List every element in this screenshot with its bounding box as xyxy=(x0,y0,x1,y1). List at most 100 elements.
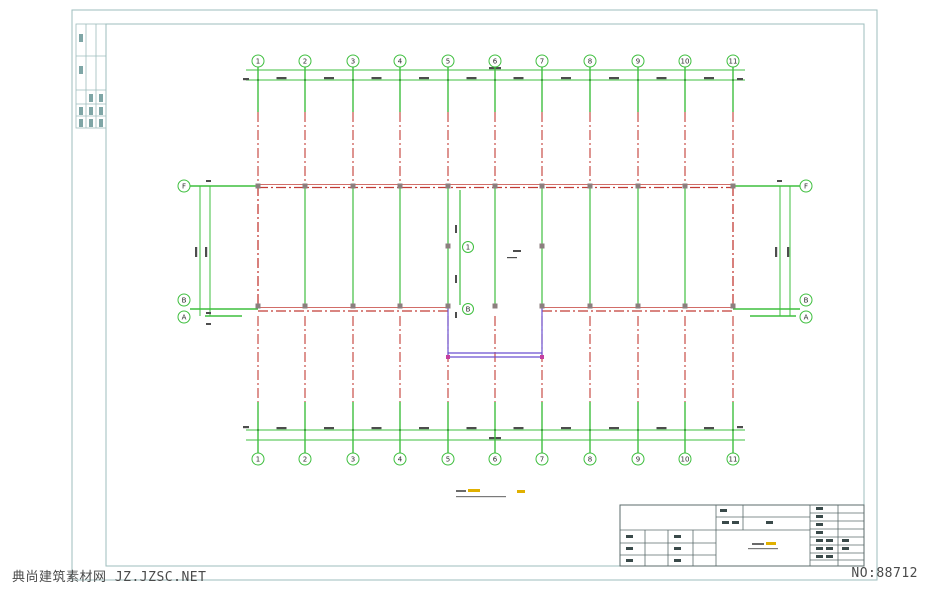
axis-bubble-top-7: 7 xyxy=(535,54,549,68)
axis-bubble-label: B xyxy=(466,306,471,314)
structural-column xyxy=(350,303,356,309)
axis-bubble-bottom-3: 3 xyxy=(346,452,360,466)
axis-bubble-label: 7 xyxy=(540,58,544,66)
structural-column xyxy=(635,183,641,189)
structural-column xyxy=(397,183,403,189)
axis-bubble-top-4: 4 xyxy=(393,54,407,68)
axis-bubble-bottom-5: 5 xyxy=(441,452,455,466)
axis-bubble-label: 5 xyxy=(446,58,450,66)
axis-bubble-label: 5 xyxy=(446,456,450,464)
title-block-drawing-name xyxy=(752,543,764,545)
axis-bubble-label: 10 xyxy=(681,58,690,66)
axis-bubble-circle xyxy=(298,54,312,68)
margin-strip-note xyxy=(89,119,93,127)
structural-column xyxy=(397,303,403,309)
core-corner-column xyxy=(446,355,450,359)
axis-bubble-label: A xyxy=(804,314,809,322)
core-annotation-text xyxy=(513,250,521,252)
axis-bubble-label: A xyxy=(182,314,187,322)
axis-bubble-label: 11 xyxy=(729,456,738,464)
bottom-span-dimension-text xyxy=(704,427,714,430)
margin-strip-note xyxy=(99,94,103,102)
title-block-cell-text xyxy=(816,547,823,550)
left-overall-dimension-text xyxy=(195,247,198,257)
structural-column xyxy=(730,183,736,189)
axis-bubble-label: 2 xyxy=(303,58,307,66)
structural-column xyxy=(587,303,593,309)
title-block-drawing-name-underline xyxy=(748,548,778,550)
top-span-dimension-text xyxy=(609,77,619,80)
axis-bubble-bottom-1: 1 xyxy=(251,452,265,466)
axis-bubble-circle xyxy=(251,54,265,68)
axis-bubble-top-6: 6 xyxy=(488,54,502,68)
axis-bubble-circle xyxy=(488,452,502,466)
axis-bubble-top-1: 1 xyxy=(251,54,265,68)
axis-bubble-right-F: F xyxy=(799,179,813,193)
title-block-cell-text xyxy=(720,509,727,512)
plan-scale-text xyxy=(517,490,525,493)
left-top-dimension-text xyxy=(206,180,211,182)
axis-bubble-label: F xyxy=(182,183,186,191)
axis-bubble-label: B xyxy=(804,297,809,305)
axis-bubble-bottom-7: 7 xyxy=(535,452,549,466)
axis-bubble-circle xyxy=(177,293,191,307)
structural-column xyxy=(302,303,308,309)
bottom-edge-dimension-text xyxy=(243,426,249,429)
structural-column xyxy=(635,303,641,309)
axis-bubble-circle xyxy=(583,452,597,466)
right-segment-dimension-text xyxy=(775,247,778,257)
axis-bubble-circle xyxy=(462,303,474,315)
axis-bubble-circle xyxy=(441,452,455,466)
axis-bubble-circle xyxy=(393,54,407,68)
bottom-span-dimension-text xyxy=(276,427,287,430)
axis-bubble-label: 4 xyxy=(398,58,403,66)
structural-column xyxy=(682,303,688,309)
axis-bubble-left-F: F xyxy=(177,179,191,193)
axis-bubble-top-9: 9 xyxy=(631,54,645,68)
axis-bubble-circle xyxy=(393,452,407,466)
axis-bubble-label: 4 xyxy=(398,456,403,464)
bottom-span-dimension-text xyxy=(466,427,477,430)
core-dimension-text xyxy=(455,312,457,318)
core-dimension-text xyxy=(455,225,457,233)
structural-column xyxy=(255,183,261,189)
left-mid-dimension-text xyxy=(206,312,211,314)
structural-column xyxy=(539,303,545,309)
title-block-cell-text xyxy=(826,539,833,542)
structural-column xyxy=(539,243,545,249)
title-block-cell-text xyxy=(826,555,833,558)
axis-bubble-circle xyxy=(799,293,813,307)
axis-bubble-circle xyxy=(346,54,360,68)
axis-bubble-center-upper: 1 xyxy=(462,241,474,253)
axis-bubble-circle xyxy=(799,179,813,193)
top-edge-dimension-text xyxy=(243,78,249,81)
axis-bubble-circle xyxy=(678,54,692,68)
structural-column xyxy=(350,183,356,189)
top-span-dimension-text xyxy=(704,77,714,80)
axis-bubble-label: 9 xyxy=(636,456,640,464)
core-annotation-underline xyxy=(507,257,517,259)
axis-bubble-label: 3 xyxy=(351,58,355,66)
axis-bubble-label: 8 xyxy=(588,456,592,464)
axis-bubble-bottom-2: 2 xyxy=(298,452,312,466)
axis-bubble-circle xyxy=(298,452,312,466)
structural-column xyxy=(255,303,261,309)
axis-bubble-label: 11 xyxy=(729,58,738,66)
margin-strip-note xyxy=(79,34,83,42)
axis-bubble-circle xyxy=(441,54,455,68)
axis-bubble-circle xyxy=(535,452,549,466)
title-block-cell-text xyxy=(732,521,739,524)
bottom-span-dimension-text xyxy=(419,427,429,430)
axis-bubble-left-A: A xyxy=(177,310,191,324)
title-block-cell-text xyxy=(816,555,823,558)
title-block-cell-text xyxy=(626,547,633,550)
bottom-span-dimension-text xyxy=(656,427,667,430)
structural-column xyxy=(445,183,451,189)
axis-bubble-label: 1 xyxy=(256,456,260,464)
axis-bubble-right-B: B xyxy=(799,293,813,307)
top-span-dimension-text xyxy=(466,77,477,80)
axis-bubble-label: 6 xyxy=(493,456,498,464)
title-block-cell-text xyxy=(766,521,773,524)
structural-column xyxy=(445,303,451,309)
